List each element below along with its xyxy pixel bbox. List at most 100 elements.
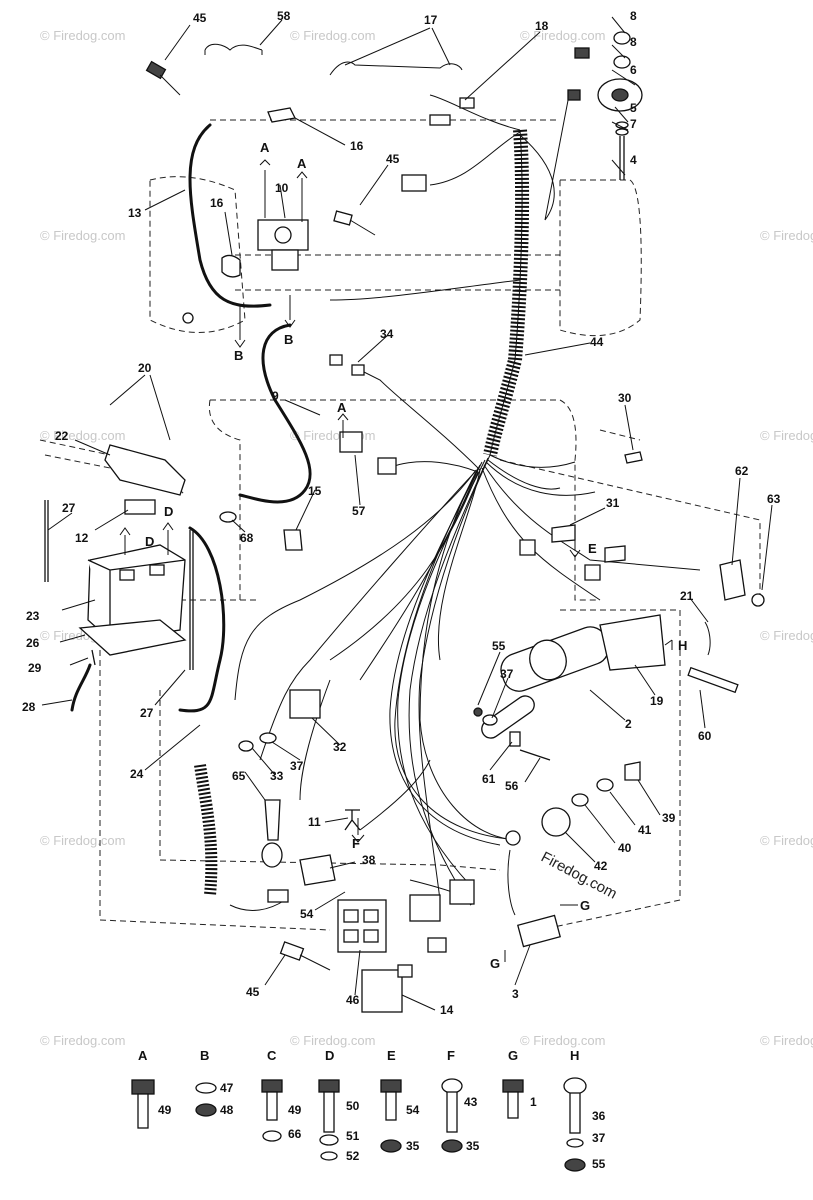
key-39 <box>624 761 641 781</box>
connector-e: E <box>588 541 597 556</box>
washer-icon <box>262 1130 282 1142</box>
battery-hold-down-22 <box>104 444 186 496</box>
watermark: © Firedog.com <box>520 1033 605 1048</box>
legend-part: 1 <box>530 1095 537 1109</box>
callout: 24 <box>130 767 144 781</box>
clip-63 <box>751 593 765 607</box>
callout-labels: 45 58 17 18 8 8 6 5 7 4 16 16 45 10 13 3… <box>22 9 781 1017</box>
legend-part: 54 <box>406 1103 420 1117</box>
watermark: © Firedog.com <box>40 28 125 43</box>
washer-68 <box>219 511 237 523</box>
callout: 55 <box>492 639 506 653</box>
connector-45c <box>279 941 305 961</box>
legend-part: 47 <box>220 1081 234 1095</box>
callout: 32 <box>333 740 347 754</box>
connector-d: D <box>145 534 154 549</box>
callout: 26 <box>26 636 40 650</box>
connector-f: F <box>352 836 360 851</box>
callout: 63 <box>767 492 781 506</box>
legend-part: 48 <box>220 1103 234 1117</box>
callout: 2 <box>625 717 632 731</box>
coiled-harness <box>194 129 530 896</box>
watermark-center: Firedog.com <box>538 849 620 903</box>
legend-letter-b: B <box>200 1048 209 1063</box>
legend-letter-d: D <box>325 1048 334 1063</box>
callout: 38 <box>362 853 376 867</box>
bolt-icon <box>261 1079 283 1121</box>
legend-letter-h: H <box>570 1048 579 1063</box>
legend-part: 49 <box>158 1103 172 1117</box>
callout: 19 <box>650 694 664 708</box>
legend-letter-a: A <box>138 1048 148 1063</box>
connector-h: H <box>678 638 687 653</box>
callout: 12 <box>75 531 89 545</box>
watermark: © Firedog.com <box>760 428 813 443</box>
callout: 54 <box>300 907 314 921</box>
callout: 68 <box>240 531 254 545</box>
watermark: © Firedog.com <box>40 833 125 848</box>
callout: 42 <box>594 859 608 873</box>
callout: 46 <box>346 993 360 1007</box>
legend-part: 35 <box>466 1139 480 1153</box>
switch-15 <box>283 529 303 551</box>
harness-wires <box>229 89 701 916</box>
lock-washer-icon <box>320 1151 338 1161</box>
callout: 17 <box>424 13 438 27</box>
carriage-bolt-icon <box>441 1078 463 1133</box>
watermark: © Firedog.com <box>760 628 813 643</box>
watermark: © Firedog.com <box>40 1033 125 1048</box>
watermark: © Firedog.com <box>520 28 605 43</box>
connector-a: A <box>337 400 347 415</box>
module-14 <box>361 969 403 1013</box>
callout: 34 <box>380 327 394 341</box>
legend-part: 66 <box>288 1127 302 1141</box>
connector-g: G <box>490 956 500 971</box>
legend-part: 51 <box>346 1129 360 1143</box>
callout: 65 <box>232 769 246 783</box>
switch-62 <box>719 559 746 601</box>
nut-icon <box>195 1103 217 1117</box>
switch-32 <box>289 689 321 719</box>
legend-part: 37 <box>592 1131 606 1145</box>
washer-icon <box>566 1138 584 1148</box>
callout: 29 <box>28 661 42 675</box>
parts <box>44 31 765 1013</box>
callout: 11 <box>308 815 321 829</box>
callout: 40 <box>618 841 632 855</box>
hour-meter-3 <box>517 914 561 948</box>
callout: 13 <box>128 206 142 220</box>
bolt-icon <box>380 1079 402 1121</box>
callout: 18 <box>535 19 549 33</box>
callout: 57 <box>352 504 366 518</box>
legend-letter-e: E <box>387 1048 396 1063</box>
sensor-65 <box>264 799 281 841</box>
key-switch-42 <box>541 807 571 837</box>
callout: 27 <box>62 501 76 515</box>
callout: 16 <box>210 196 224 210</box>
battery-cables <box>178 123 312 713</box>
callout: 61 <box>482 772 496 786</box>
callout: 5 <box>630 101 637 115</box>
callout: 20 <box>138 361 152 375</box>
nut-icon <box>441 1139 463 1153</box>
carriage-bolt-icon <box>563 1077 587 1134</box>
callout: 45 <box>193 11 207 25</box>
callout: 62 <box>735 464 749 478</box>
legend-part: 52 <box>346 1149 360 1163</box>
switch-38 <box>299 854 336 886</box>
callout: 8 <box>630 9 637 23</box>
connector-b: B <box>284 332 293 347</box>
connector-d: D <box>164 504 173 519</box>
washer-icon <box>195 1082 217 1094</box>
connector-b: B <box>234 348 243 363</box>
legend-part: 49 <box>288 1103 302 1117</box>
callout: 30 <box>618 391 632 405</box>
callout: 7 <box>630 117 637 131</box>
callout: 41 <box>638 823 652 837</box>
legend-letter-g: G <box>508 1048 518 1063</box>
bolt-icon <box>131 1079 155 1129</box>
watermark: © Firedog.com <box>40 228 125 243</box>
callout: 56 <box>505 779 519 793</box>
bushing-8 <box>613 55 631 69</box>
bolt-icon <box>502 1079 524 1119</box>
